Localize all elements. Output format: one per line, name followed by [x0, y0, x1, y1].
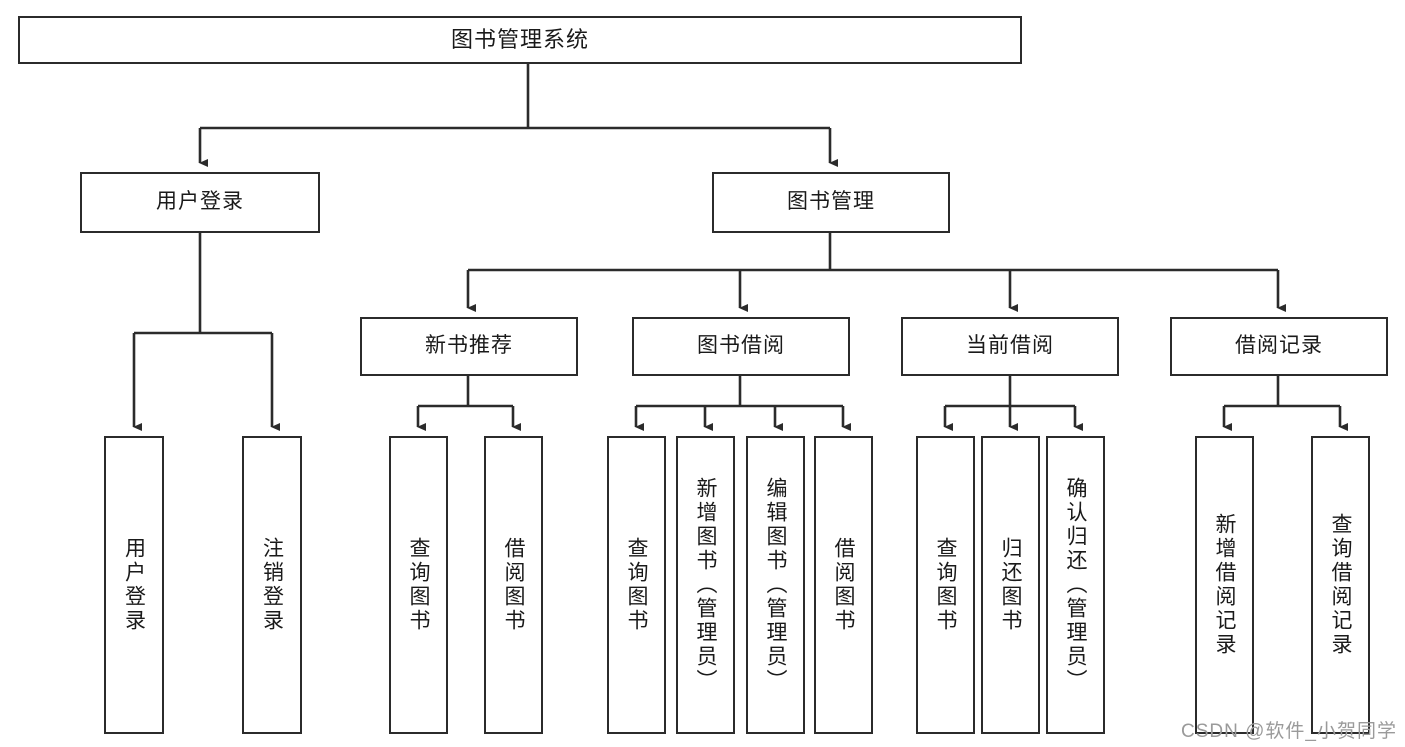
leaf-borrow-book-new[interactable]: 借阅图书 [484, 436, 543, 734]
leaf-add-book-admin-label: 新增图书（管理员） [694, 477, 717, 693]
leaf-query-book-new[interactable]: 查询图书 [389, 436, 448, 734]
leaf-logout[interactable]: 注销登录 [242, 436, 302, 734]
node-user-login-label: 用户登录 [156, 190, 244, 214]
leaf-borrow-book[interactable]: 借阅图书 [814, 436, 873, 734]
node-book-management[interactable]: 图书管理 [712, 172, 950, 233]
leaf-query-book-new-label: 查询图书 [407, 537, 430, 633]
leaf-add-borrow-record-label: 新增借阅记录 [1213, 513, 1236, 657]
leaf-query-book-current[interactable]: 查询图书 [916, 436, 975, 734]
leaf-add-book-admin[interactable]: 新增图书（管理员） [676, 436, 735, 734]
watermark: CSDN @软件_小贺同学 [1181, 721, 1397, 742]
node-current-borrow[interactable]: 当前借阅 [901, 317, 1119, 376]
node-new-book-recommend[interactable]: 新书推荐 [360, 317, 578, 376]
leaf-borrow-book-label: 借阅图书 [832, 537, 855, 633]
node-root[interactable]: 图书管理系统 [18, 16, 1022, 64]
leaf-query-borrow-record-label: 查询借阅记录 [1329, 513, 1352, 657]
leaf-borrow-book-new-label: 借阅图书 [502, 537, 525, 633]
leaf-confirm-return-admin-label: 确认归还（管理员） [1064, 477, 1087, 693]
node-current-borrow-label: 当前借阅 [966, 334, 1054, 358]
leaf-query-book-borrow[interactable]: 查询图书 [607, 436, 666, 734]
leaf-query-borrow-record[interactable]: 查询借阅记录 [1311, 436, 1370, 734]
leaf-query-book-current-label: 查询图书 [934, 537, 957, 633]
leaf-return-book-label: 归还图书 [999, 537, 1022, 633]
node-user-login[interactable]: 用户登录 [80, 172, 320, 233]
leaf-query-book-borrow-label: 查询图书 [625, 537, 648, 633]
node-borrow-records[interactable]: 借阅记录 [1170, 317, 1388, 376]
leaf-user-login[interactable]: 用户登录 [104, 436, 164, 734]
leaf-edit-book-admin-label: 编辑图书（管理员） [764, 477, 787, 693]
leaf-return-book[interactable]: 归还图书 [981, 436, 1040, 734]
leaf-confirm-return-admin[interactable]: 确认归还（管理员） [1046, 436, 1105, 734]
leaf-add-borrow-record[interactable]: 新增借阅记录 [1195, 436, 1254, 734]
node-new-book-recommend-label: 新书推荐 [425, 334, 513, 358]
node-book-borrow[interactable]: 图书借阅 [632, 317, 850, 376]
node-book-borrow-label: 图书借阅 [697, 334, 785, 358]
node-borrow-records-label: 借阅记录 [1235, 334, 1323, 358]
leaf-user-login-label: 用户登录 [122, 537, 146, 633]
node-book-management-label: 图书管理 [787, 190, 875, 214]
leaf-logout-label: 注销登录 [260, 537, 284, 633]
node-root-label: 图书管理系统 [450, 27, 589, 53]
leaf-edit-book-admin[interactable]: 编辑图书（管理员） [746, 436, 805, 734]
